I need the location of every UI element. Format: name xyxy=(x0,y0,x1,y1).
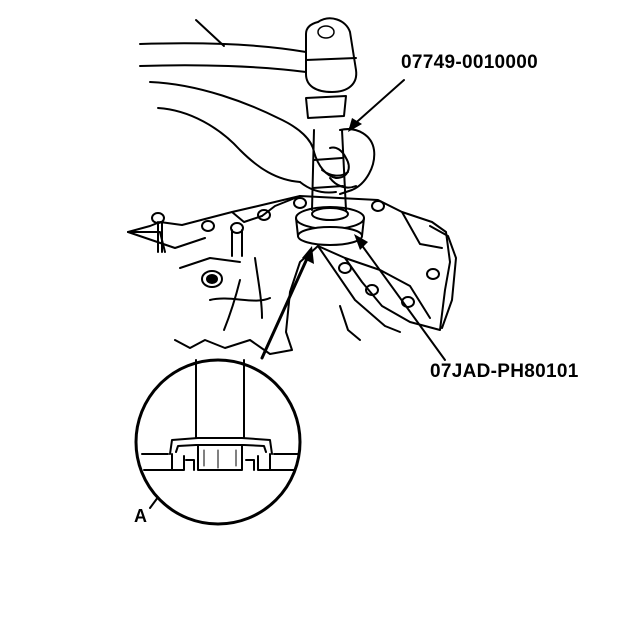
leader-line-attachment xyxy=(357,239,446,361)
hand xyxy=(149,81,376,195)
leader-line-driver xyxy=(349,79,405,129)
callout-part-a: A xyxy=(134,506,147,526)
leader-line-detail xyxy=(260,250,312,360)
driver-shaft xyxy=(311,129,347,211)
callout-attachment-part-number: 07JAD-PH80101 xyxy=(430,361,579,382)
detail-inset xyxy=(134,358,302,526)
arrowhead-driver xyxy=(348,118,362,132)
callout-driver-part-number: 07749-0010000 xyxy=(401,52,539,73)
seal-driver-attachment xyxy=(295,206,365,246)
hammer xyxy=(139,17,358,119)
transmission-case xyxy=(127,195,457,355)
arrowhead-attachment xyxy=(354,234,368,250)
arrowhead-detail xyxy=(302,246,314,264)
